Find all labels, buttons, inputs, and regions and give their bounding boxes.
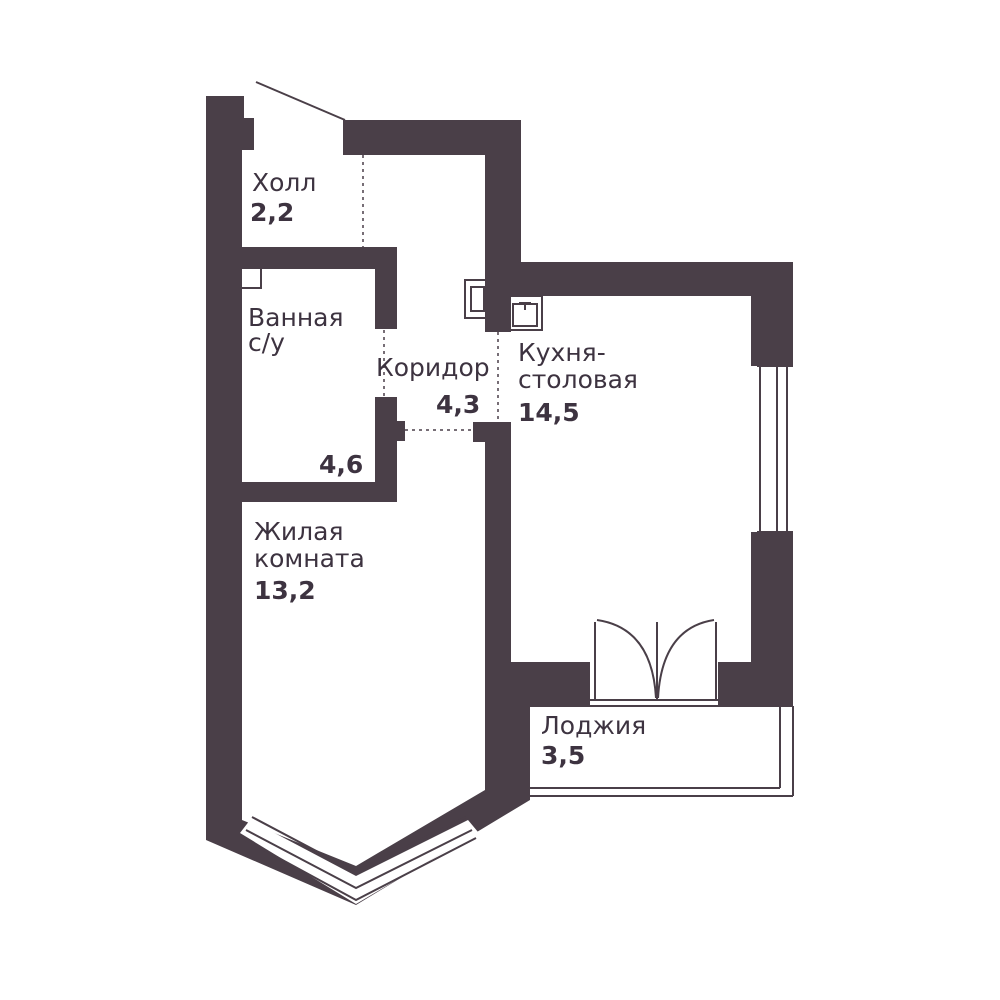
loggia-name: Лоджия (541, 711, 647, 740)
entrance-door (255, 81, 346, 121)
loggia-outline (530, 705, 794, 797)
kitchen-name-line2: столовая (518, 365, 638, 394)
bath-name-line2: с/у (248, 328, 285, 357)
corridor-area: 4,3 (436, 390, 481, 419)
bath-area: 4,6 (319, 450, 364, 479)
ventilation-shaft-icon (240, 265, 262, 289)
hall-area: 2,2 (250, 198, 295, 227)
kitchen-name-line1: Кухня- (518, 338, 606, 367)
living-name-line1: Жилая (254, 517, 344, 546)
living-room-window (240, 816, 478, 904)
kitchen-area: 14,5 (518, 398, 580, 427)
bath-name-line1: Ванная (248, 303, 344, 332)
ventilation-shaft-icon (464, 279, 487, 319)
balcony-door (590, 619, 718, 701)
loggia-area: 3,5 (541, 741, 586, 770)
niche-inner (470, 286, 485, 312)
sink-icon (507, 295, 543, 331)
zone-borders (362, 155, 499, 431)
bathroom-walls (240, 247, 405, 502)
corridor-name: Коридор (376, 353, 490, 382)
living-area: 13,2 (254, 576, 316, 605)
living-name-line2: комната (254, 544, 365, 573)
hall-name: Холл (252, 168, 317, 197)
kitchen-window (757, 365, 793, 533)
